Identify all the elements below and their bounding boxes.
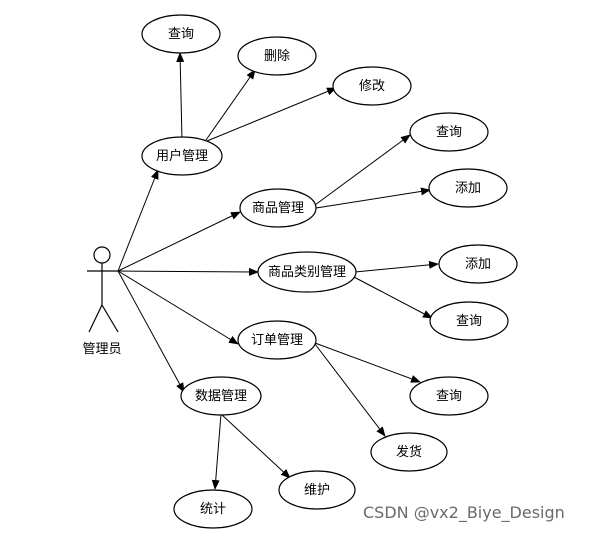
edge-category-query xyxy=(351,275,433,319)
edge-user-modify xyxy=(206,87,337,142)
svg-text:数据管理: 数据管理 xyxy=(195,389,247,404)
edge-user-delete xyxy=(205,69,256,141)
actor-right-leg xyxy=(101,304,119,333)
use-case-order-ship: 发货 xyxy=(370,432,448,472)
watermark: CSDN @vx2_Biye_Design xyxy=(363,503,565,522)
use-case-user-query: 查询 xyxy=(141,14,221,54)
svg-text:添加: 添加 xyxy=(465,257,491,272)
svg-text:查询: 查询 xyxy=(436,125,462,140)
svg-text:订单管理: 订单管理 xyxy=(251,333,303,348)
svg-text:查询: 查询 xyxy=(168,27,194,42)
use-case-user-delete: 删除 xyxy=(237,36,317,76)
svg-text:删除: 删除 xyxy=(264,49,290,64)
edge-goods-query xyxy=(314,134,411,206)
edge-data-stats xyxy=(211,413,222,490)
edge-actor-goods-mgmt xyxy=(117,211,241,272)
edge-actor-category-mgmt xyxy=(117,267,259,276)
use-case-data-maintain: 维护 xyxy=(278,470,356,510)
svg-text:商品管理: 商品管理 xyxy=(252,201,304,216)
use-case-goods-add: 添加 xyxy=(428,168,508,208)
use-case-order-query: 查询 xyxy=(409,376,489,416)
svg-text:发货: 发货 xyxy=(396,444,422,460)
edge-goods-add xyxy=(315,187,431,209)
actor-left-leg xyxy=(88,304,103,333)
actor-head xyxy=(93,246,111,264)
actor-label: 管理员 xyxy=(82,342,121,357)
svg-text:统计: 统计 xyxy=(200,502,226,517)
edge-user-query xyxy=(176,52,185,141)
use-case-category-add: 添加 xyxy=(438,244,518,284)
edge-actor-user-mgmt xyxy=(117,169,159,272)
use-case-user-modify: 修改 xyxy=(332,66,412,106)
edge-data-maintain xyxy=(220,413,291,479)
svg-text:维护: 维护 xyxy=(304,483,330,498)
use-case-data-stats: 统计 xyxy=(173,489,253,529)
edge-order-ship xyxy=(314,343,386,437)
edge-category-add xyxy=(354,260,439,273)
actor-admin: 管理员 xyxy=(82,246,122,357)
svg-text:用户管理: 用户管理 xyxy=(156,148,208,164)
associations xyxy=(117,52,439,490)
svg-text:商品类别管理: 商品类别管理 xyxy=(268,265,346,280)
use-case-category-query: 查询 xyxy=(429,301,509,341)
use-case-data-mgmt: 数据管理 xyxy=(180,376,262,416)
use-case-user-mgmt: 用户管理 xyxy=(141,136,223,176)
svg-text:查询: 查询 xyxy=(436,389,462,404)
use-case-order-mgmt: 订单管理 xyxy=(237,320,317,360)
svg-text:添加: 添加 xyxy=(455,181,481,196)
use-case-category-mgmt: 商品类别管理 xyxy=(257,251,357,293)
svg-text:查询: 查询 xyxy=(456,314,482,329)
use-case-goods-query: 查询 xyxy=(409,112,489,152)
use-case-goods-mgmt: 商品管理 xyxy=(239,188,317,228)
svg-text:修改: 修改 xyxy=(359,79,385,94)
edge-actor-order-mgmt xyxy=(117,270,239,345)
edge-actor-data-mgmt xyxy=(117,270,185,393)
edge-order-query xyxy=(314,342,421,383)
